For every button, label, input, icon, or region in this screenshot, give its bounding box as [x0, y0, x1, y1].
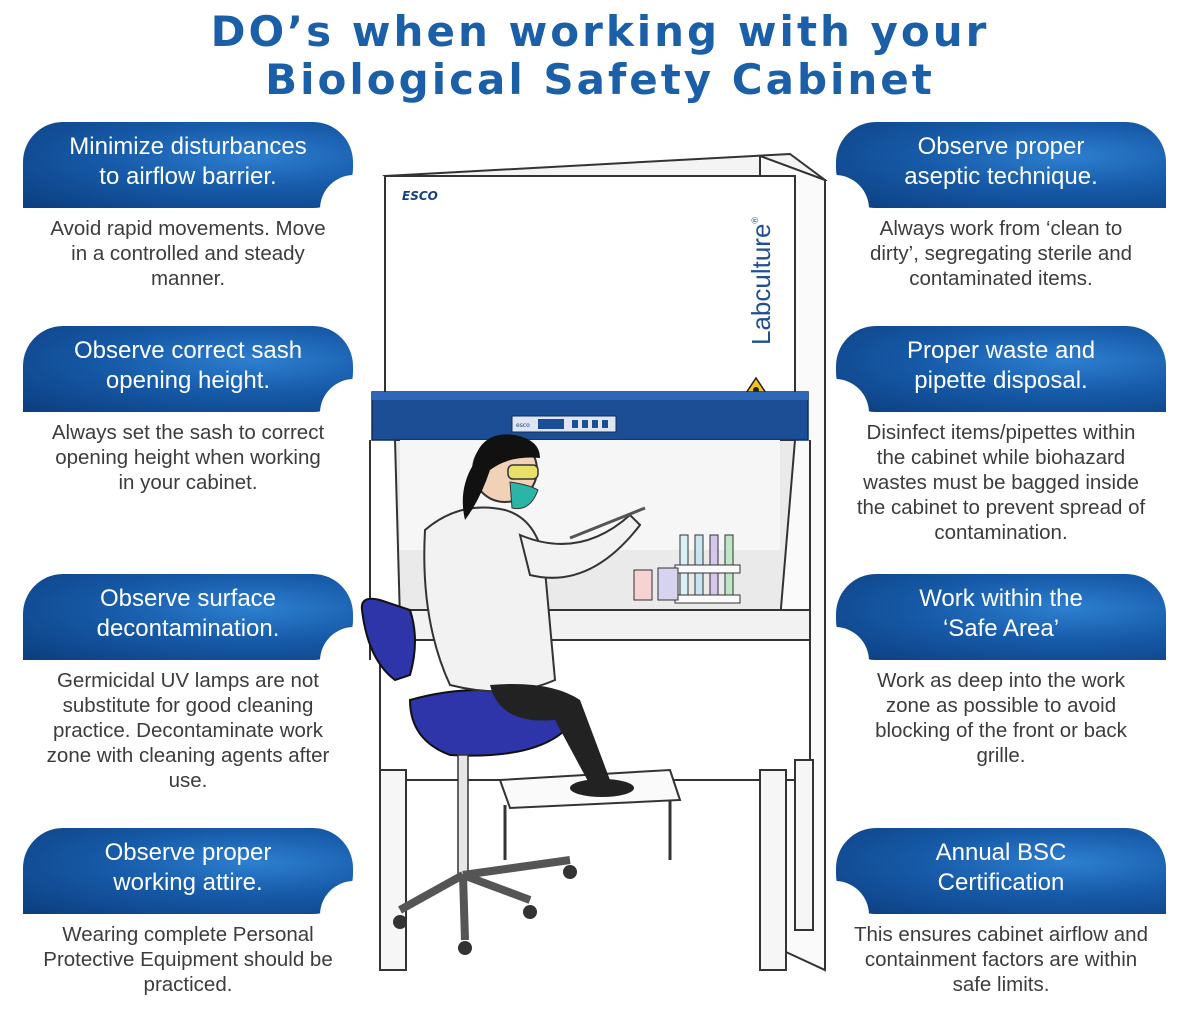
safety-goggles	[507, 464, 539, 480]
tip-heading: Work within the ‘Safe Area’	[919, 584, 1083, 644]
cabinet-brand-logo: ESCO	[402, 189, 438, 203]
tip-heading: Observe proper working attire.	[105, 838, 272, 898]
tip-description: Avoid rapid movements. Move in a control…	[23, 216, 353, 291]
tip-desc-line: safe limits.	[952, 973, 1050, 996]
tip-desc-line: containment factors are within	[864, 948, 1138, 971]
tip-minimize-disturbances: Minimize disturbances to airflow barrier…	[23, 122, 354, 291]
tip-desc-line: in your cabinet.	[118, 471, 258, 494]
tip-banner: Observe proper working attire.	[23, 828, 354, 915]
cabinet-front-panel	[384, 175, 796, 397]
tip-heading-line: decontamination.	[96, 615, 280, 642]
shoe	[570, 779, 634, 797]
tip-heading-line: Work within the	[919, 585, 1083, 612]
tip-desc-line: opening height when working	[55, 446, 321, 469]
tip-desc-line: wastes must be bagged inside	[863, 471, 1139, 494]
tip-banner: Proper waste and pipette disposal.	[835, 326, 1166, 413]
tip-heading-line: ‘Safe Area’	[942, 615, 1060, 642]
tip-desc-line: zone with cleaning agents after	[46, 744, 330, 767]
tip-desc-line: zone as possible to avoid	[885, 694, 1117, 717]
tip-aseptic-technique: Observe proper aseptic technique. Always…	[835, 122, 1166, 291]
tip-desc-line: Always set the sash to correct	[51, 421, 325, 444]
tip-desc-line: Avoid rapid movements. Move	[50, 217, 326, 240]
lab-chair	[360, 597, 577, 955]
tip-desc-line: dirty’, segregating sterile and	[869, 242, 1133, 265]
tip-desc-line: the cabinet to prevent spread of	[856, 496, 1146, 519]
tip-working-attire: Observe proper working attire. Wearing c…	[23, 828, 354, 997]
tip-desc-line: contamination.	[934, 521, 1068, 544]
tip-heading: Proper waste and pipette disposal.	[907, 336, 1095, 396]
tip-description: This ensures cabinet airflow and contain…	[836, 922, 1166, 997]
tip-heading-line: Observe surface	[99, 585, 277, 612]
tip-banner: Observe surface decontamination.	[23, 574, 354, 661]
tip-heading-line: Proper waste and	[906, 337, 1096, 364]
cabinet-leg	[379, 769, 407, 971]
tip-desc-line: blocking of the front or back	[875, 719, 1127, 742]
tip-heading: Observe proper aseptic technique.	[904, 132, 1097, 192]
scientist-figure	[423, 434, 646, 797]
tip-annual-certification: Annual BSC Certification This ensures ca…	[835, 828, 1166, 997]
cabinet-leg	[759, 769, 787, 971]
tip-heading: Minimize disturbances to airflow barrier…	[69, 132, 306, 192]
tip-heading-line: opening height.	[105, 367, 271, 394]
reagent-bottle	[633, 569, 653, 601]
tip-heading-line: Observe proper	[917, 133, 1085, 160]
control-display	[538, 419, 564, 429]
tip-heading-line: Observe correct sash	[73, 337, 303, 364]
tip-sash-height: Observe correct sash opening height. Alw…	[23, 326, 354, 495]
cabinet-leg	[794, 759, 814, 931]
tip-description: Always set the sash to correct opening h…	[23, 420, 353, 495]
tip-desc-line: Germicidal UV lamps are not	[56, 669, 320, 692]
tip-desc-line: Always work from ‘clean to	[879, 217, 1123, 240]
tip-desc-line: Disinfect items/pipettes within	[866, 421, 1136, 444]
tip-banner: Minimize disturbances to airflow barrier…	[23, 122, 354, 209]
tip-banner: Annual BSC Certification	[835, 828, 1166, 915]
tip-heading-line: Annual BSC	[935, 839, 1067, 866]
page-title: DO’s when working with your Biological S…	[0, 8, 1200, 104]
tip-heading-line: pipette disposal.	[914, 367, 1088, 394]
pipette	[569, 506, 646, 540]
tip-heading-line: Observe proper	[104, 839, 272, 866]
tip-heading: Observe correct sash opening height.	[74, 336, 302, 396]
tip-heading: Observe surface decontamination.	[97, 584, 280, 644]
tip-heading-line: Certification	[937, 869, 1065, 896]
tip-desc-line: Protective Equipment should be	[43, 948, 333, 971]
tip-heading-line: working attire.	[113, 869, 263, 896]
tip-desc-line: practice. Decontaminate work	[52, 719, 324, 742]
tip-heading: Annual BSC Certification	[936, 838, 1067, 898]
tip-safe-area: Work within the ‘Safe Area’ Work as deep…	[835, 574, 1166, 768]
title-line-2: Biological Safety Cabinet	[265, 55, 935, 104]
tip-banner: Observe correct sash opening height.	[23, 326, 354, 413]
tip-desc-line: Wearing complete Personal	[62, 923, 314, 946]
tip-heading-line: aseptic technique.	[904, 163, 1098, 190]
control-panel-brand: esco	[516, 422, 530, 429]
tip-surface-decontamination: Observe surface decontamination. Germici…	[23, 574, 354, 793]
tip-desc-line: Work as deep into the work	[876, 669, 1126, 692]
tip-desc-line: use.	[168, 769, 208, 792]
tip-desc-line: contaminated items.	[909, 267, 1093, 290]
tip-banner: Observe proper aseptic technique.	[835, 122, 1166, 209]
tip-desc-line: This ensures cabinet airflow and	[854, 923, 1148, 946]
tip-waste-disposal: Proper waste and pipette disposal. Disin…	[835, 326, 1166, 545]
tip-description: Germicidal UV lamps are not substitute f…	[23, 668, 353, 793]
tip-description: Always work from ‘clean to dirty’, segre…	[836, 216, 1166, 291]
tip-heading-line: Minimize disturbances	[69, 133, 307, 160]
tip-banner: Work within the ‘Safe Area’	[835, 574, 1166, 661]
reagent-bottle	[657, 567, 679, 601]
face-mask	[509, 481, 539, 510]
cabinet-product-label: Labculture®	[746, 217, 776, 345]
tip-description: Wearing complete Personal Protective Equ…	[23, 922, 353, 997]
tip-desc-line: manner.	[150, 267, 226, 290]
tip-heading-line: to airflow barrier.	[99, 163, 277, 190]
tip-desc-line: substitute for good cleaning	[62, 694, 314, 717]
tip-description: Disinfect items/pipettes within the cabi…	[836, 420, 1166, 545]
control-panel: esco	[511, 415, 617, 433]
tip-desc-line: practiced.	[143, 973, 233, 996]
tip-desc-line: in a controlled and steady	[71, 242, 305, 265]
title-line-1: DO’s when working with your	[210, 7, 990, 56]
safety-cabinet-illustration: ESCO Labculture® esco	[360, 152, 828, 972]
tip-desc-line: the cabinet while biohazard	[876, 446, 1126, 469]
tip-desc-line: grille.	[976, 744, 1026, 767]
tip-description: Work as deep into the work zone as possi…	[836, 668, 1166, 768]
